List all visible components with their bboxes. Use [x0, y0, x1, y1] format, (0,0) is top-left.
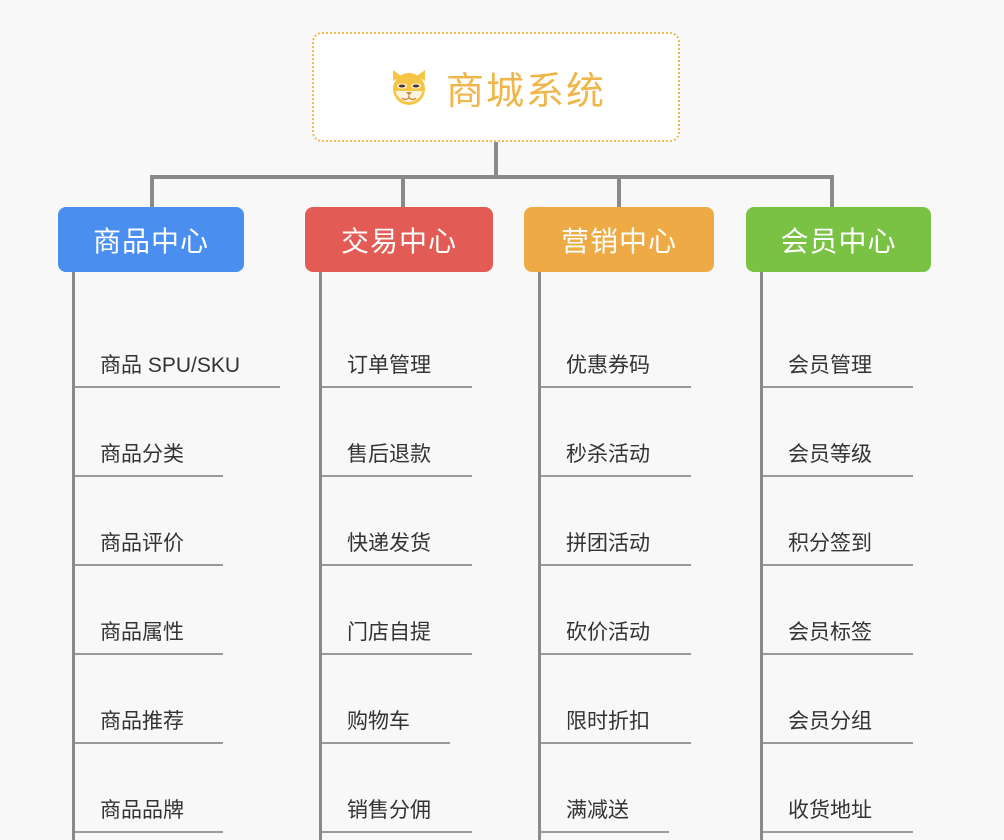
leaf-underline [322, 386, 472, 388]
root-title: 商城系统 [445, 70, 606, 113]
leaf-label: 商品 SPU/SKU [100, 354, 241, 377]
leaf-label: 售后退款 [347, 443, 431, 466]
list-item[interactable]: 商品 SPU/SKU [72, 299, 280, 388]
leaf-label: 订单管理 [347, 354, 431, 377]
root-node[interactable]: 商城系统 [312, 32, 680, 142]
branch-column-2: 交易中心 订单管理 售后退款 快递发货 门店自提 购物车 [305, 207, 493, 840]
connector-branch-2 [401, 175, 405, 209]
leaf-underline [541, 653, 691, 655]
branch-column-3: 营销中心 优惠券码 秒杀活动 拼团活动 砍价活动 限时折扣 [524, 207, 714, 840]
leaf-trunk-2 [319, 272, 322, 840]
leaf-underline [763, 564, 913, 566]
connector-horizontal-bus [150, 175, 834, 179]
list-item[interactable]: 会员等级 [760, 388, 931, 477]
leaf-underline [763, 475, 913, 477]
leaf-underline [75, 653, 223, 655]
leaf-list-4: 会员管理 会员等级 积分签到 会员标签 会员分组 收货地址 [746, 272, 931, 840]
leaf-underline [541, 386, 691, 388]
branch-column-1: 商品中心 商品 SPU/SKU 商品分类 商品评价 商品属性 商品推荐 [58, 207, 280, 840]
list-item[interactable]: 秒杀活动 [538, 388, 714, 477]
leaf-underline [322, 653, 472, 655]
leaf-label: 商品属性 [100, 621, 184, 644]
leaf-underline [322, 475, 472, 477]
leaf-list-3: 优惠券码 秒杀活动 拼团活动 砍价活动 限时折扣 满减送 [524, 272, 714, 840]
leaf-label: 会员等级 [788, 443, 872, 466]
category-header-1[interactable]: 商品中心 [58, 207, 244, 272]
leaf-label: 收货地址 [788, 799, 872, 822]
leaf-label: 会员标签 [788, 621, 872, 644]
leaf-underline [763, 653, 913, 655]
leaf-underline [763, 742, 913, 744]
list-item[interactable]: 订单管理 [319, 299, 493, 388]
leaf-label: 商品推荐 [100, 710, 184, 733]
list-item[interactable]: 会员分组 [760, 655, 931, 744]
branch-column-4: 会员中心 会员管理 会员等级 积分签到 会员标签 会员分组 [746, 207, 931, 840]
category-header-3[interactable]: 营销中心 [524, 207, 714, 272]
list-item[interactable]: 积分签到 [760, 477, 931, 566]
leaf-list-1: 商品 SPU/SKU 商品分类 商品评价 商品属性 商品推荐 商品品牌 [58, 272, 280, 840]
list-item[interactable]: 快递发货 [319, 477, 493, 566]
leaf-label: 商品分类 [100, 443, 184, 466]
leaf-underline [541, 475, 691, 477]
connector-branch-1 [150, 175, 154, 209]
leaf-label: 商品评价 [100, 532, 184, 555]
list-item[interactable]: 商品评价 [72, 477, 244, 566]
leaf-underline [322, 742, 450, 744]
list-item[interactable]: 收货地址 [760, 744, 931, 833]
connector-root-vertical [494, 142, 498, 178]
leaf-label: 商品品牌 [100, 799, 184, 822]
connector-branch-3 [617, 175, 621, 209]
leaf-underline [75, 564, 223, 566]
leaf-underline [75, 475, 223, 477]
leaf-underline [75, 386, 280, 388]
list-item[interactable]: 会员管理 [760, 299, 931, 388]
leaf-label: 购物车 [347, 710, 410, 733]
leaf-underline [541, 831, 669, 833]
leaf-underline [75, 742, 223, 744]
leaf-underline [763, 831, 913, 833]
list-item[interactable]: 商品推荐 [72, 655, 244, 744]
category-header-2[interactable]: 交易中心 [305, 207, 493, 272]
list-item[interactable]: 商品品牌 [72, 744, 244, 833]
list-item[interactable]: 商品分类 [72, 388, 244, 477]
leaf-label: 拼团活动 [566, 532, 650, 555]
leaf-label: 砍价活动 [566, 621, 650, 644]
dog-face-icon [386, 64, 432, 110]
leaf-label: 积分签到 [788, 532, 872, 555]
leaf-label: 优惠券码 [566, 354, 650, 377]
leaf-underline [322, 831, 472, 833]
connector-branch-4 [830, 175, 834, 209]
list-item[interactable]: 优惠券码 [538, 299, 714, 388]
leaf-label: 门店自提 [347, 621, 431, 644]
list-item[interactable]: 售后退款 [319, 388, 493, 477]
leaf-trunk-4 [760, 272, 763, 840]
list-item[interactable]: 商品属性 [72, 566, 244, 655]
leaf-label: 销售分佣 [347, 799, 431, 822]
list-item[interactable]: 销售分佣 [319, 744, 493, 833]
list-item[interactable]: 砍价活动 [538, 566, 714, 655]
leaf-label: 会员分组 [788, 710, 872, 733]
leaf-label: 会员管理 [788, 354, 872, 377]
leaf-label: 满减送 [566, 799, 629, 822]
leaf-label: 限时折扣 [566, 710, 650, 733]
leaf-list-2: 订单管理 售后退款 快递发货 门店自提 购物车 销售分佣 [305, 272, 493, 840]
list-item[interactable]: 购物车 [319, 655, 493, 744]
leaf-trunk-3 [538, 272, 541, 840]
leaf-underline [763, 386, 913, 388]
list-item[interactable]: 限时折扣 [538, 655, 714, 744]
leaf-underline [322, 564, 472, 566]
leaf-underline [541, 564, 691, 566]
leaf-trunk-1 [72, 272, 75, 840]
leaf-label: 秒杀活动 [566, 443, 650, 466]
leaf-underline [75, 831, 223, 833]
leaf-underline [541, 742, 691, 744]
list-item[interactable]: 门店自提 [319, 566, 493, 655]
category-header-4[interactable]: 会员中心 [746, 207, 931, 272]
list-item[interactable]: 满减送 [538, 744, 714, 833]
list-item[interactable]: 拼团活动 [538, 477, 714, 566]
leaf-label: 快递发货 [347, 532, 431, 555]
list-item[interactable]: 会员标签 [760, 566, 931, 655]
